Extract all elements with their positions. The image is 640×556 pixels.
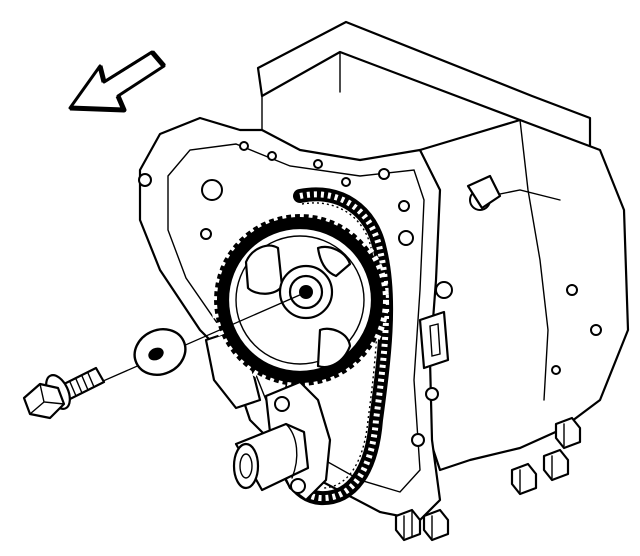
direction-arrow [68, 50, 166, 113]
timing-chain-tensioner [232, 380, 332, 502]
camshaft-sprocket [211, 211, 389, 389]
washer [133, 328, 187, 376]
oil-pan-bolts [394, 416, 582, 542]
installation-path-line [77, 293, 303, 393]
bolt [22, 366, 106, 420]
